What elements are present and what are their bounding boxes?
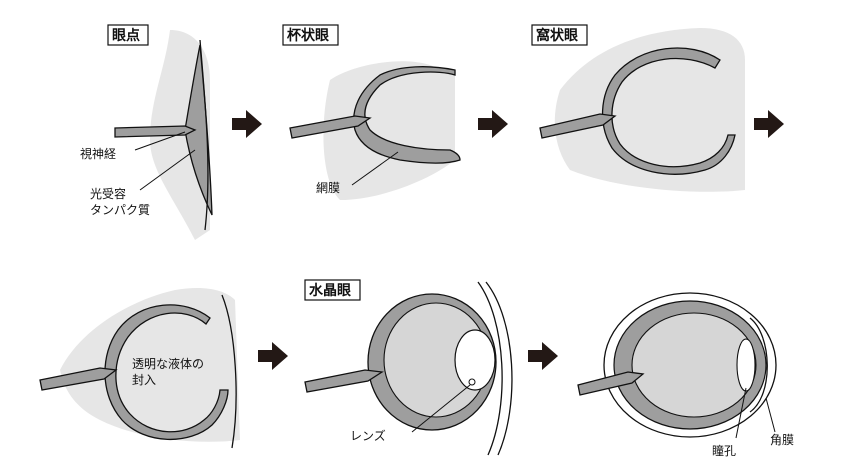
leader-optic-nerve xyxy=(134,131,186,151)
pit-retina xyxy=(601,47,736,175)
right-arrow-icon xyxy=(528,342,558,370)
leader-pupil xyxy=(735,387,747,439)
arrow-1 xyxy=(232,110,262,138)
stage-title: 眼点 xyxy=(112,27,140,44)
skin-outline xyxy=(199,39,209,231)
sealed-retina xyxy=(104,304,229,441)
label-sealed-2: 封入 xyxy=(132,373,156,387)
title-box xyxy=(107,24,149,46)
label-sealed-1: 透明な液体の xyxy=(132,356,204,371)
title-box xyxy=(531,24,588,46)
label-photoreceptor-1: 光受容 xyxy=(90,186,126,201)
lens xyxy=(454,329,496,391)
optic-nerve xyxy=(304,369,384,393)
leader-cornea xyxy=(765,397,776,433)
outer-membrane xyxy=(477,281,503,456)
stage-title: 杯状眼 xyxy=(287,27,329,44)
stage-pit-eye: 窩状眼 xyxy=(531,24,745,192)
arrow-3 xyxy=(754,110,784,138)
stage-cup-eye: 杯状眼 網膜 xyxy=(282,24,461,200)
lens-marker xyxy=(468,378,476,386)
stage-title: 窩状眼 xyxy=(536,27,578,44)
lens xyxy=(736,338,756,392)
label-retina: 網膜 xyxy=(316,181,340,195)
optic-nerve xyxy=(114,125,197,138)
optic-nerve xyxy=(289,115,372,139)
arrow-5 xyxy=(528,342,558,370)
stage-sealed-eye: 透明な液体の 封入 xyxy=(39,288,240,449)
leader-retina xyxy=(351,151,399,186)
label-lens: レンズ xyxy=(350,428,386,443)
skin-tissue xyxy=(60,288,240,442)
label-photoreceptor-2: タンパク質 xyxy=(90,202,150,217)
stage-vertebrate-eye: 瞳孔 角膜 xyxy=(577,292,794,458)
cup-retina xyxy=(353,66,461,164)
label-pupil: 瞳孔 xyxy=(712,443,736,458)
vitreous-body xyxy=(631,312,757,418)
right-arrow-icon xyxy=(258,342,288,370)
optic-nerve xyxy=(39,367,118,391)
right-arrow-icon xyxy=(232,110,262,138)
leader-photoreceptor xyxy=(139,149,196,191)
skin-tissue xyxy=(554,28,745,192)
stage-lens-eye: 水晶眼 レンズ xyxy=(304,279,513,456)
leader-lens xyxy=(411,384,471,433)
arrow-2 xyxy=(478,110,508,138)
skin-tissue xyxy=(323,61,455,200)
stage-eyespot: 眼点 視神経 光受容 タンパク質 xyxy=(80,24,213,240)
title-box xyxy=(304,279,361,301)
optic-nerve xyxy=(577,371,645,396)
right-arrow-icon xyxy=(754,110,784,138)
stage-title: 水晶眼 xyxy=(309,282,351,299)
label-optic-nerve: 視神経 xyxy=(80,146,116,161)
cornea xyxy=(749,317,768,413)
arrow-4 xyxy=(258,342,288,370)
membrane xyxy=(221,294,237,449)
optic-nerve xyxy=(539,113,617,139)
right-arrow-icon xyxy=(478,110,508,138)
title-box xyxy=(282,24,339,46)
outer-membrane-2 xyxy=(485,281,513,456)
label-cornea: 角膜 xyxy=(770,433,794,447)
